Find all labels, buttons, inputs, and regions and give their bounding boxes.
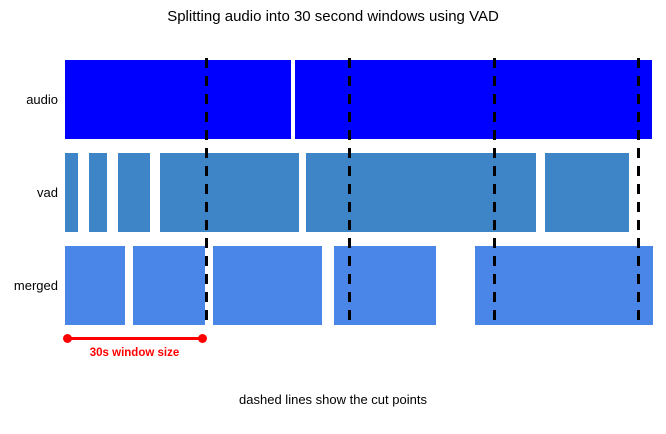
- bar-segment-vad: [89, 153, 107, 232]
- row-label-vad: vad: [37, 184, 58, 200]
- bar-segment-merged: [334, 246, 436, 325]
- row-label-audio: audio: [26, 91, 58, 107]
- bar-segment-vad: [306, 153, 536, 232]
- row-label-merged: merged: [13, 277, 58, 293]
- window-boundary-dashed-line: [348, 58, 351, 328]
- bar-segment-vad: [160, 153, 299, 232]
- window-size-label: 30s window size: [89, 347, 180, 359]
- window-boundary-dashed-line: [637, 58, 640, 328]
- bar-segment-merged: [65, 246, 125, 325]
- chart-caption: dashed lines show the cut points: [239, 392, 427, 407]
- bar-segment-merged: [475, 246, 653, 325]
- bar-segment-audio: [65, 60, 291, 139]
- bar-segment-vad: [545, 153, 629, 232]
- window-boundary-dashed-line: [493, 58, 496, 328]
- window-arrow-left-endpoint-icon: [63, 334, 72, 343]
- window-arrow-right-endpoint-icon: [198, 334, 207, 343]
- bar-segment-merged: [213, 246, 322, 325]
- bar-segment-merged: [133, 246, 205, 325]
- bar-segment-vad: [65, 153, 78, 232]
- chart-title: Splitting audio into 30 second windows u…: [167, 8, 499, 25]
- window-arrow-line: [66, 337, 203, 340]
- bar-segment-vad: [118, 153, 150, 232]
- bar-segment-audio: [295, 60, 652, 139]
- window-boundary-dashed-line: [205, 58, 208, 328]
